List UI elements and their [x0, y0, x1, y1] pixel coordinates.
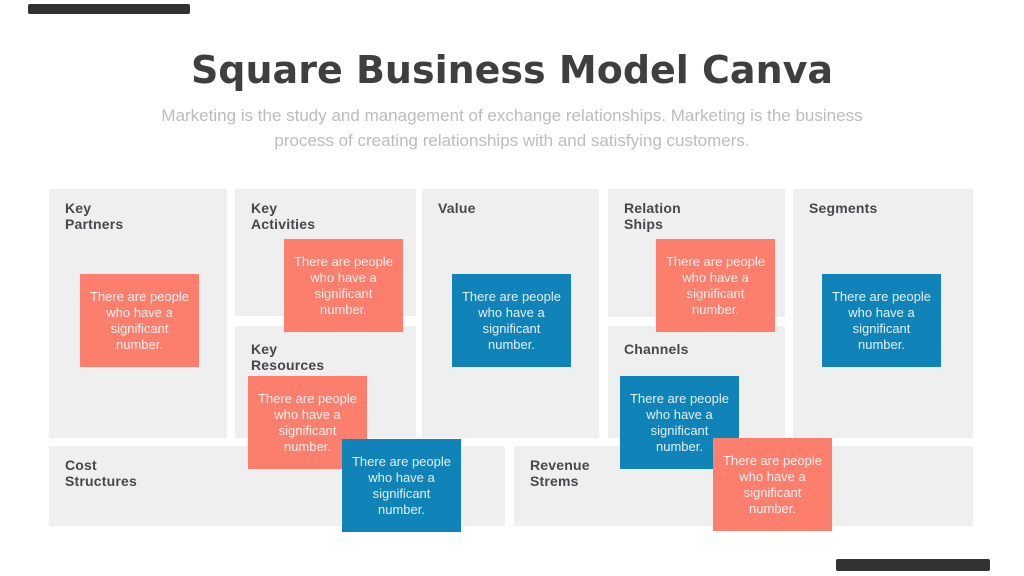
- sticky-note-relation-ships: There are people who have a significant …: [656, 239, 775, 332]
- page-subtitle: Marketing is the study and management of…: [122, 103, 902, 153]
- sticky-note-text: There are people who have a significant …: [831, 288, 931, 352]
- label-line: Revenue: [530, 457, 590, 473]
- sticky-note-text: There are people who have a significant …: [461, 288, 561, 352]
- label-line: Partners: [65, 216, 124, 232]
- label-line: Cost: [65, 457, 97, 473]
- sticky-note-text: There are people who have a significant …: [629, 390, 729, 454]
- section-channels-label: Channels: [608, 326, 785, 357]
- sticky-note-key-activities: There are people who have a significant …: [284, 239, 403, 332]
- sticky-note-revenue-strems: There are people who have a significant …: [713, 438, 832, 531]
- sticky-note-key-partners: There are people who have a significant …: [80, 274, 199, 367]
- page-title: Square Business Model Canva: [190, 48, 834, 92]
- section-key-activities-label: Key Activities: [235, 189, 416, 232]
- section-key-resources-label: Key Resources: [235, 326, 416, 373]
- label-line: Value: [438, 200, 476, 216]
- label-line: Key: [251, 341, 278, 357]
- label-line: Strems: [530, 473, 579, 489]
- section-key-partners-label: Key Partners: [49, 189, 227, 232]
- section-cost-structures-label: Cost Structures: [49, 446, 505, 489]
- sticky-note-text: There are people who have a significant …: [293, 253, 393, 317]
- label-line: Ships: [624, 216, 664, 232]
- sticky-note-value: There are people who have a significant …: [452, 274, 571, 367]
- bottom-right-accent-bar: [836, 559, 990, 571]
- label-line: Resources: [251, 357, 325, 373]
- section-value-label: Value: [422, 189, 599, 216]
- label-line: Key: [65, 200, 92, 216]
- sticky-note-text: There are people who have a significant …: [722, 452, 822, 516]
- sticky-note-segments: There are people who have a significant …: [822, 274, 941, 367]
- sticky-note-text: There are people who have a significant …: [351, 453, 451, 517]
- section-relation-ships-label: Relation Ships: [608, 189, 785, 232]
- label-line: Key: [251, 200, 278, 216]
- subtitle-line-1: Marketing is the study and management of…: [161, 106, 863, 125]
- label-line: Structures: [65, 473, 138, 489]
- section-segments-label: Segments: [793, 189, 973, 216]
- label-line: Activities: [251, 216, 316, 232]
- label-line: Segments: [809, 200, 878, 216]
- section-revenue-strems-label: Revenue Strems: [514, 446, 973, 489]
- sticky-note-cost-structures: There are people who have a significant …: [342, 439, 461, 532]
- label-line: Channels: [624, 341, 689, 357]
- sticky-note-text: There are people who have a significant …: [665, 253, 765, 317]
- sticky-note-text: There are people who have a significant …: [257, 390, 357, 454]
- subtitle-line-2: process of creating relationships with a…: [274, 131, 750, 150]
- sticky-note-text: There are people who have a significant …: [89, 288, 189, 352]
- top-left-accent-bar: [28, 4, 190, 14]
- label-line: Relation: [624, 200, 681, 216]
